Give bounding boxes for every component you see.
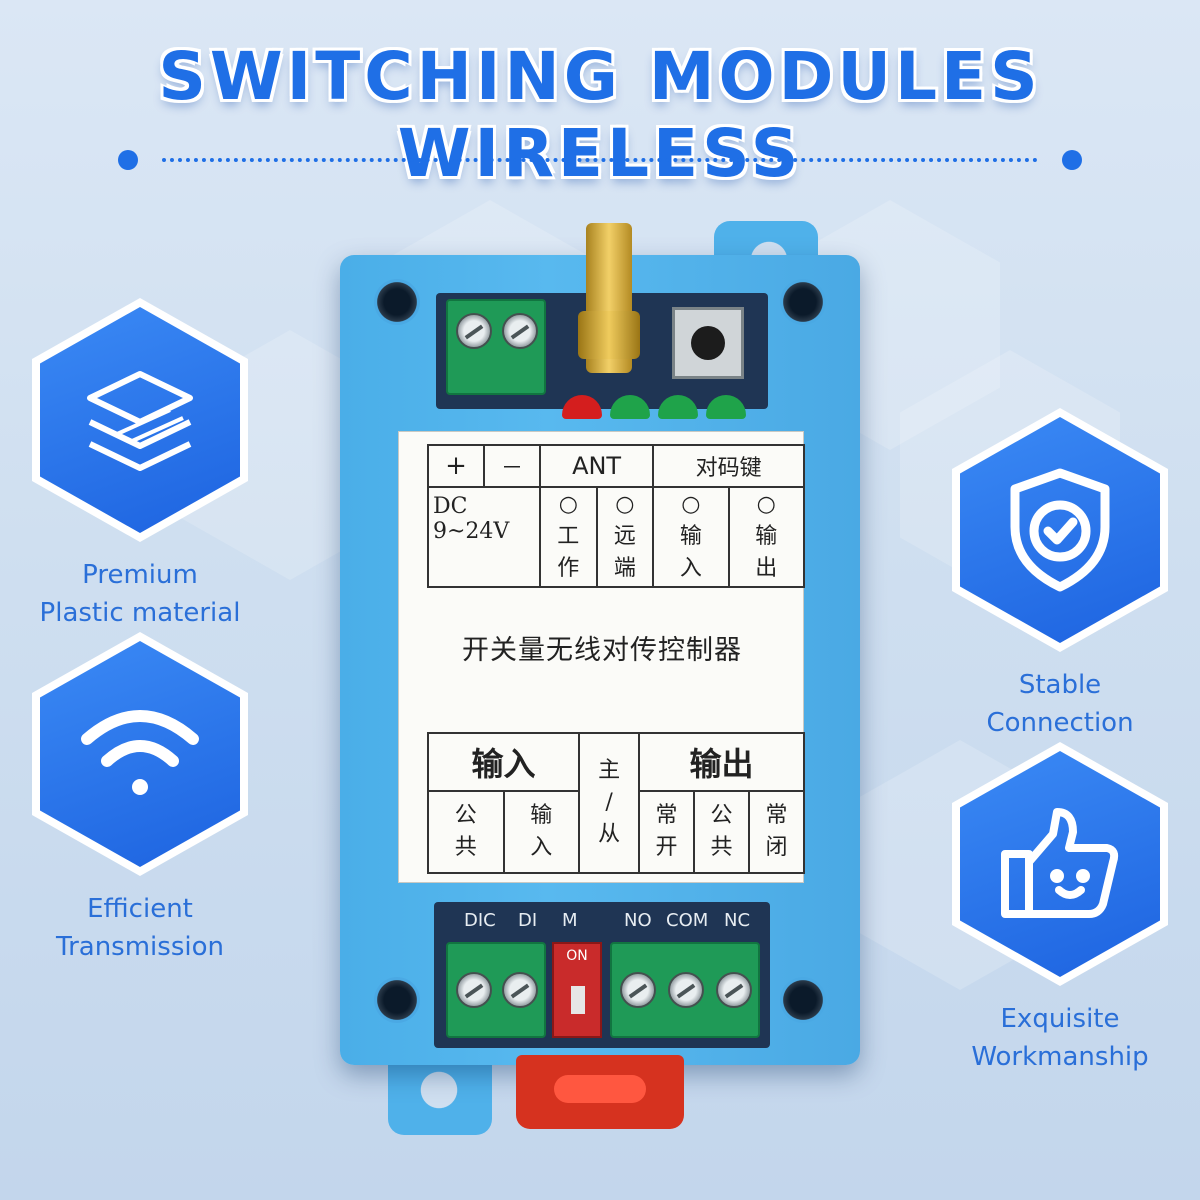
feature-label-line2: Transmission	[56, 932, 224, 962]
feature-badge	[40, 641, 240, 867]
input-terminal-block	[446, 942, 546, 1038]
dic-terminal-label: DIC	[464, 910, 496, 931]
thumbs-up-icon	[1001, 808, 1119, 918]
label-bottom-table: 输入 主/从 输出 公共 输入 常开 公共 常闭	[426, 732, 806, 874]
indicator-output-label: ○输出	[727, 486, 806, 588]
output-section-header: 输出	[638, 732, 805, 792]
din-rail-clip[interactable]	[516, 1055, 684, 1129]
feature-label-line1: Stable	[1018, 670, 1102, 700]
output-nc-label: 常闭	[747, 790, 806, 874]
feature-efficient-transmission: Efficient Transmission	[15, 632, 265, 966]
feature-label-line2: Plastic material	[39, 598, 241, 628]
feature-exquisite-workmanship: Exquisite Workmanship	[935, 742, 1185, 1076]
terminal-screw	[456, 313, 492, 349]
feature-label-line1: Premium	[82, 560, 198, 590]
screw-hole	[374, 279, 420, 325]
indicator-work-label: ○工作	[539, 486, 598, 588]
pair-key-label: 对码键	[652, 444, 805, 488]
mount-hole	[416, 1067, 462, 1113]
indicator-remote-label: ○远端	[595, 486, 655, 588]
screw-hole	[374, 977, 420, 1023]
voltage-label: DC 9~24V	[427, 486, 541, 588]
terminal-screw	[502, 313, 538, 349]
output-no-label: 常开	[638, 790, 696, 874]
master-slave-label: 主/从	[578, 732, 641, 874]
com-terminal-label: COM	[666, 910, 709, 931]
indicator-input-label: ○输入	[652, 486, 730, 588]
feature-label-line1: Exquisite	[1000, 1004, 1120, 1034]
input-common-label: 公共	[427, 790, 505, 874]
terminal-screw	[716, 972, 752, 1008]
device-label: + － ANT 对码键 DC 9~24V ○工作 ○远端 ○输入 ○输出 开关量…	[398, 431, 806, 883]
feature-premium-plastic: Premium Plastic material	[15, 298, 265, 632]
output-terminal-block	[610, 942, 760, 1038]
switch-module-device: + － ANT 对码键 DC 9~24V ○工作 ○远端 ○输入 ○输出 开关量…	[340, 221, 860, 1135]
divider-dot	[118, 150, 138, 170]
input-signal-label: 输入	[502, 790, 581, 874]
label-top-table: + － ANT 对码键 DC 9~24V ○工作 ○远端 ○输入 ○输出	[427, 444, 806, 588]
terminal-screw	[456, 972, 492, 1008]
feature-label-line1: Efficient	[87, 894, 193, 924]
output-com-label: 公共	[693, 790, 750, 874]
antenna-label: ANT	[538, 444, 655, 488]
wifi-icon	[81, 710, 199, 795]
screw-hole	[780, 977, 826, 1023]
pairing-button[interactable]	[672, 307, 744, 379]
feature-badge	[960, 751, 1160, 977]
feature-badge	[40, 307, 240, 533]
module-name-label: 开关量无线对传控制器	[462, 635, 742, 666]
title-divider	[118, 150, 1082, 170]
terminal-screw	[502, 972, 538, 1008]
terminal-screw	[668, 972, 704, 1008]
divider-line	[162, 158, 1038, 162]
mode-switch-label: M	[562, 910, 578, 931]
minus-terminal-label: －	[483, 444, 541, 488]
divider-dot	[1062, 150, 1082, 170]
feature-stable-connection: Stable Connection	[935, 408, 1185, 742]
plus-terminal-label: +	[427, 444, 485, 488]
feature-label-line2: Connection	[986, 708, 1134, 738]
page-title: SWITCHING MODULES WIRELESS	[158, 38, 1042, 192]
power-terminal-block	[446, 299, 546, 395]
master-slave-dip-switch[interactable]: ON	[552, 942, 602, 1038]
no-terminal-label: NO	[624, 910, 652, 931]
feature-label-line2: Workmanship	[971, 1042, 1149, 1072]
di-terminal-label: DI	[518, 910, 538, 931]
input-section-header: 输入	[426, 732, 581, 792]
bottom-circuit-board: DIC DI M NO COM NC ON	[434, 902, 770, 1048]
screw-hole	[780, 279, 826, 325]
feature-badge	[960, 417, 1160, 643]
antenna-connector	[578, 223, 640, 373]
nc-terminal-label: NC	[724, 910, 751, 931]
terminal-screw	[620, 972, 656, 1008]
shield-check-icon	[1010, 468, 1110, 592]
layers-icon	[87, 371, 193, 471]
